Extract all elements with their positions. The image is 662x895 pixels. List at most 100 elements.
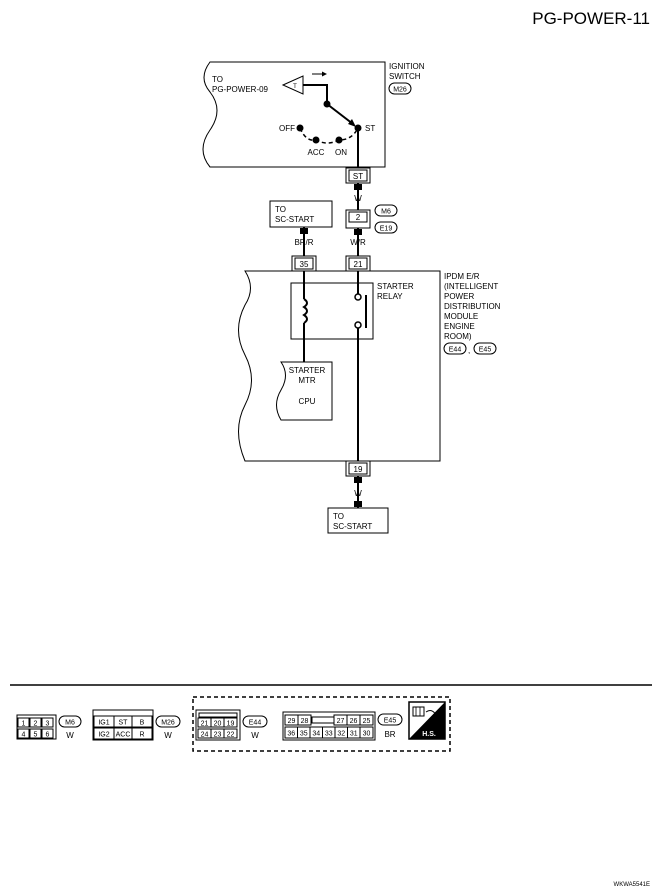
m6-cell-2: 2: [34, 721, 38, 728]
e45-cell-29: 29: [288, 718, 296, 725]
m6-cell-1: 1: [22, 721, 26, 728]
ipdm-er-box: [238, 270, 441, 462]
legend-connector-m6: 1 2 3 4 5 6 M6 W: [16, 714, 82, 740]
connector-m26-label: M26: [393, 87, 407, 94]
starter-mtr-line3: CPU: [299, 397, 316, 406]
connector-separator: ,: [468, 346, 470, 355]
e45-cell-31: 31: [350, 731, 358, 738]
relay-coil-icon: [302, 298, 308, 324]
ipdm-label-line6: ENGINE: [444, 322, 475, 331]
to-sc-start-top-line2: SC-START: [275, 215, 314, 224]
ignition-to-label: TO: [212, 75, 223, 84]
legend-e44-color: W: [251, 731, 259, 740]
terminal-21-label: 21: [354, 260, 363, 269]
e44-cell-19: 19: [227, 721, 235, 728]
wire-color-w-upper: W: [354, 194, 362, 203]
m6-cell-3: 3: [46, 721, 50, 728]
terminal-st-label: ST: [353, 172, 363, 181]
legend-e44-name: E44: [249, 720, 262, 727]
connector-badge-e45: [473, 342, 497, 355]
e44-cell-22: 22: [227, 732, 235, 739]
position-acc-label: ACC: [308, 148, 325, 157]
ignition-switch-label-line2: SWITCH: [389, 72, 421, 81]
starter-relay-label-line1: STARTER: [377, 282, 414, 291]
ipdm-label-line3: POWER: [444, 292, 474, 301]
position-on-label: ON: [335, 148, 347, 157]
harness-side-icon: H.S.: [408, 701, 446, 740]
wire-color-w-lower: W: [354, 489, 362, 498]
e45-cell-36: 36: [287, 731, 295, 738]
legend-m26-color: W: [164, 731, 172, 740]
ipdm-label-line7: ROOM): [444, 332, 472, 341]
wire-color-br-r: BR/R: [294, 238, 313, 247]
legend-e45-name: E45: [384, 718, 397, 725]
e45-cell-34: 34: [312, 731, 320, 738]
relay-contact-upper: [354, 293, 362, 301]
connector-m6-label: M6: [381, 209, 391, 216]
connector-e19-label: E19: [380, 226, 393, 233]
hs-label: H.S.: [422, 731, 436, 738]
m26-cell-b: B: [140, 720, 145, 727]
m26-cell-ig1: IG1: [98, 720, 109, 727]
starter-mtr-line2: MTR: [298, 376, 316, 385]
ignition-to-target: PG-POWER-09: [212, 85, 269, 94]
to-sc-start-bottom-line1: TO: [333, 512, 344, 521]
connector-e44-label: E44: [449, 347, 462, 354]
to-sc-start-top-box: [269, 200, 333, 228]
e44-cell-24: 24: [201, 732, 209, 739]
switch-position-track: [299, 127, 359, 144]
legend-m6-color: W: [66, 731, 74, 740]
terminal-35-label: 35: [300, 260, 309, 269]
figure-code: WKWA5541E: [614, 882, 650, 888]
m26-cell-ig2: IG2: [98, 732, 109, 739]
e45-cell-33: 33: [325, 731, 333, 738]
ipdm-label-line4: DISTRIBUTION: [444, 302, 501, 311]
switch-feed-wire: [303, 84, 328, 103]
legend-ipdm-connector-frame: [192, 696, 451, 752]
page-title: PG-POWER-11: [532, 9, 650, 28]
e45-cell-35: 35: [300, 731, 308, 738]
ipdm-label-line5: MODULE: [444, 312, 478, 321]
legend-e45-color: BR: [384, 730, 395, 739]
m6-cell-5: 5: [34, 732, 38, 739]
terminal-19-label: 19: [354, 465, 363, 474]
m26-cell-acc: ACC: [116, 732, 131, 739]
starter-relay-label-line2: RELAY: [377, 292, 403, 301]
relay-contact-lower: [354, 321, 362, 329]
m26-cell-st: ST: [119, 720, 129, 727]
connector-badge-m6: [374, 204, 398, 217]
m6-cell-4: 4: [22, 732, 26, 739]
starter-mtr-cpu-box: [276, 361, 333, 421]
connector-badge-e44: [443, 342, 467, 355]
e44-cell-20: 20: [214, 721, 222, 728]
legend-m26-name: M26: [161, 720, 175, 727]
to-sc-start-top-line1: TO: [275, 205, 286, 214]
to-sc-start-bottom-line2: SC-START: [333, 522, 372, 531]
legend-connector-e44: 21 20 19 24 23 22 E44 W: [195, 709, 268, 741]
legend-connector-m26: IG1 ST B IG2 ACC R M26 W: [92, 709, 181, 741]
legend-connector-e45: 29 28 27 26 25 36 35 34 33 32 31 30 E45 …: [282, 711, 403, 741]
e45-cell-26: 26: [350, 718, 358, 725]
switch-contact-arm: [326, 103, 354, 125]
terminal-2-label: 2: [356, 213, 361, 222]
to-sc-start-bottom-box: [327, 507, 389, 534]
connector-badge-e19: [374, 221, 398, 234]
e45-cell-28: 28: [301, 718, 309, 725]
e45-cell-25: 25: [363, 718, 371, 725]
e45-cell-32: 32: [337, 731, 345, 738]
m6-cell-6: 6: [46, 732, 50, 739]
ipdm-label-line1: IPDM E/R: [444, 272, 480, 281]
harness-arrow-letter: T: [293, 84, 297, 90]
starter-relay-box: [290, 282, 374, 340]
e45-cell-27: 27: [337, 718, 345, 725]
e44-cell-21: 21: [201, 721, 209, 728]
connector-e45-label: E45: [479, 347, 492, 354]
e44-cell-23: 23: [214, 732, 222, 739]
position-st-label: ST: [365, 124, 375, 133]
connector-badge-m26: [388, 82, 412, 95]
e45-cell-30: 30: [363, 731, 371, 738]
m26-cell-r: R: [139, 732, 144, 739]
ipdm-label-line2: (INTELLIGENT: [444, 282, 498, 291]
ignition-switch-label-line1: IGNITION: [389, 62, 425, 71]
